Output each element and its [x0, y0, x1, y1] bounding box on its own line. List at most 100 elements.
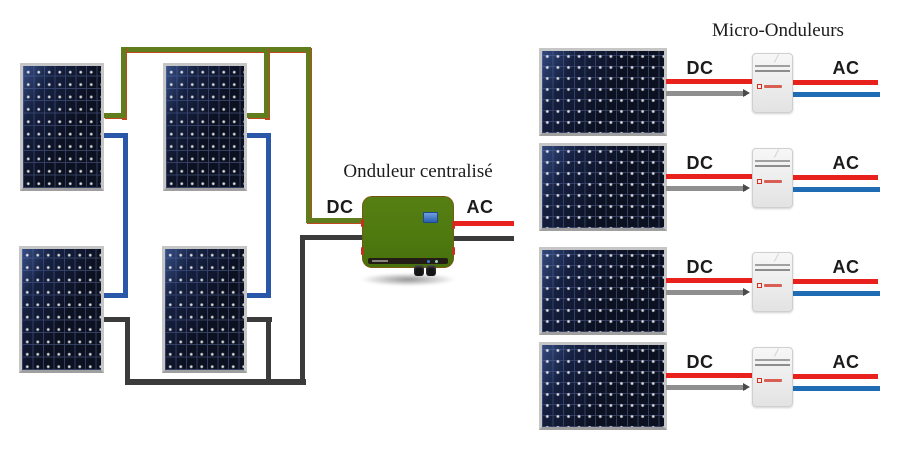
- inverter-shadow: [360, 273, 456, 286]
- case-stripe: [755, 364, 790, 366]
- status-led-icon: [435, 260, 438, 263]
- connector-nub: [452, 221, 455, 229]
- dc-label: DC: [686, 58, 714, 78]
- brand-logo-mark: [757, 84, 782, 89]
- ac-output-wire-black: [452, 236, 514, 241]
- case-stripe: [755, 65, 790, 67]
- string-dc-blue-wire: [247, 133, 271, 138]
- dc-wire-red: [666, 373, 753, 378]
- dc-wire-gray: [666, 91, 746, 96]
- micro-inverter: [752, 347, 793, 407]
- string-dc-positive-wire: [247, 113, 269, 118]
- string-dc-blue-wire: [104, 133, 128, 138]
- connector-nub: [361, 247, 364, 255]
- micro-inverter-row: DC AC: [530, 48, 900, 143]
- string-dc-blue-wire: [123, 133, 128, 298]
- string-dc-positive-wire: [104, 113, 126, 118]
- dc-wire-red: [666, 79, 753, 84]
- ac-wire-red: [793, 175, 878, 180]
- case-stripe: [755, 269, 790, 271]
- string-dc-return-wire: [104, 317, 130, 322]
- ac-label: AC: [466, 197, 494, 217]
- dc-label: DC: [326, 197, 354, 217]
- string-dc-positive-wire: [306, 218, 364, 223]
- connector-nub: [361, 219, 364, 227]
- ac-wire-blue: [793, 92, 880, 97]
- solar-panel: [162, 246, 247, 373]
- micro-inverter: [752, 53, 793, 113]
- micro-diagram-title: Micro-Onduleurs: [712, 20, 844, 41]
- ac-label: AC: [832, 257, 860, 277]
- brand-logo-mark: [757, 283, 782, 288]
- case-stripe: [755, 165, 790, 167]
- string-dc-positive-wire: [264, 47, 269, 119]
- string-dc-return-wire: [125, 317, 130, 385]
- case-stripe: [755, 160, 790, 162]
- string-dc-return-wire: [266, 317, 271, 385]
- central-inverter-diagram: Onduleur centralisé DC AC: [19, 47, 514, 385]
- brand-logo-mark: [757, 378, 782, 383]
- ac-wire-red: [793, 80, 878, 85]
- arrow-icon: [743, 184, 750, 192]
- case-seam: [773, 149, 779, 158]
- brand-logo-mark: [757, 179, 782, 184]
- ac-label: AC: [832, 352, 860, 372]
- ac-wire-blue: [793, 187, 880, 192]
- micro-inverter-diagram: Micro-Onduleurs DC AC DC AC: [530, 0, 900, 452]
- case-stripe: [755, 264, 790, 266]
- ac-output-wire-red: [452, 221, 514, 226]
- inverter-bottom-strip: [368, 258, 448, 264]
- solar-panel: [539, 342, 667, 430]
- dc-wire-red: [666, 174, 753, 179]
- case-stripe: [755, 359, 790, 361]
- micro-inverter: [752, 252, 793, 312]
- solar-panel: [539, 143, 667, 231]
- case-seam: [773, 253, 779, 262]
- solar-panel: [20, 63, 104, 191]
- central-inverter: [361, 196, 455, 268]
- string-dc-return-wire: [247, 317, 272, 322]
- case-seam: [773, 348, 779, 357]
- string-dc-blue-wire: [266, 133, 271, 298]
- string-dc-positive-wire: [121, 47, 311, 52]
- string-dc-positive-wire: [306, 47, 311, 223]
- solar-panel: [539, 247, 667, 335]
- arrow-icon: [743, 89, 750, 97]
- ac-wire-red: [793, 374, 878, 379]
- dc-wire-gray: [666, 290, 746, 295]
- dc-wire-red: [666, 278, 753, 283]
- dc-label: DC: [686, 257, 714, 277]
- string-dc-positive-wire: [121, 47, 126, 119]
- solar-panel: [539, 48, 667, 136]
- ac-wire-blue: [793, 291, 880, 296]
- status-led-icon: [427, 260, 430, 263]
- inverter-display: [423, 212, 438, 223]
- micro-inverter-row: DC AC: [530, 342, 900, 437]
- micro-rows: DC AC DC AC DC AC: [530, 0, 900, 452]
- dc-label: DC: [686, 352, 714, 372]
- string-dc-return-wire: [300, 235, 364, 240]
- dc-wire-gray: [666, 186, 746, 191]
- micro-inverter-row: DC AC: [530, 143, 900, 238]
- dc-wire-gray: [666, 385, 746, 390]
- inverter-connector-knob: [414, 265, 424, 276]
- dc-label: DC: [686, 153, 714, 173]
- ac-wire-blue: [793, 386, 880, 391]
- string-dc-blue-wire: [104, 293, 128, 298]
- solar-panel: [19, 246, 104, 373]
- inverter-connector-knob: [426, 265, 436, 276]
- case-stripe: [755, 70, 790, 72]
- ac-label: AC: [832, 58, 860, 78]
- ac-wire-red: [793, 279, 878, 284]
- connector-nub: [452, 247, 455, 255]
- arrow-icon: [743, 383, 750, 391]
- case-seam: [773, 54, 779, 63]
- ac-label: AC: [832, 153, 860, 173]
- string-dc-blue-wire: [247, 293, 271, 298]
- central-diagram-title: Onduleur centralisé: [343, 161, 493, 182]
- solar-panel: [163, 63, 247, 191]
- inverter-fine-print: [372, 260, 388, 262]
- string-dc-return-wire: [300, 237, 305, 385]
- string-dc-return-wire: [125, 379, 306, 385]
